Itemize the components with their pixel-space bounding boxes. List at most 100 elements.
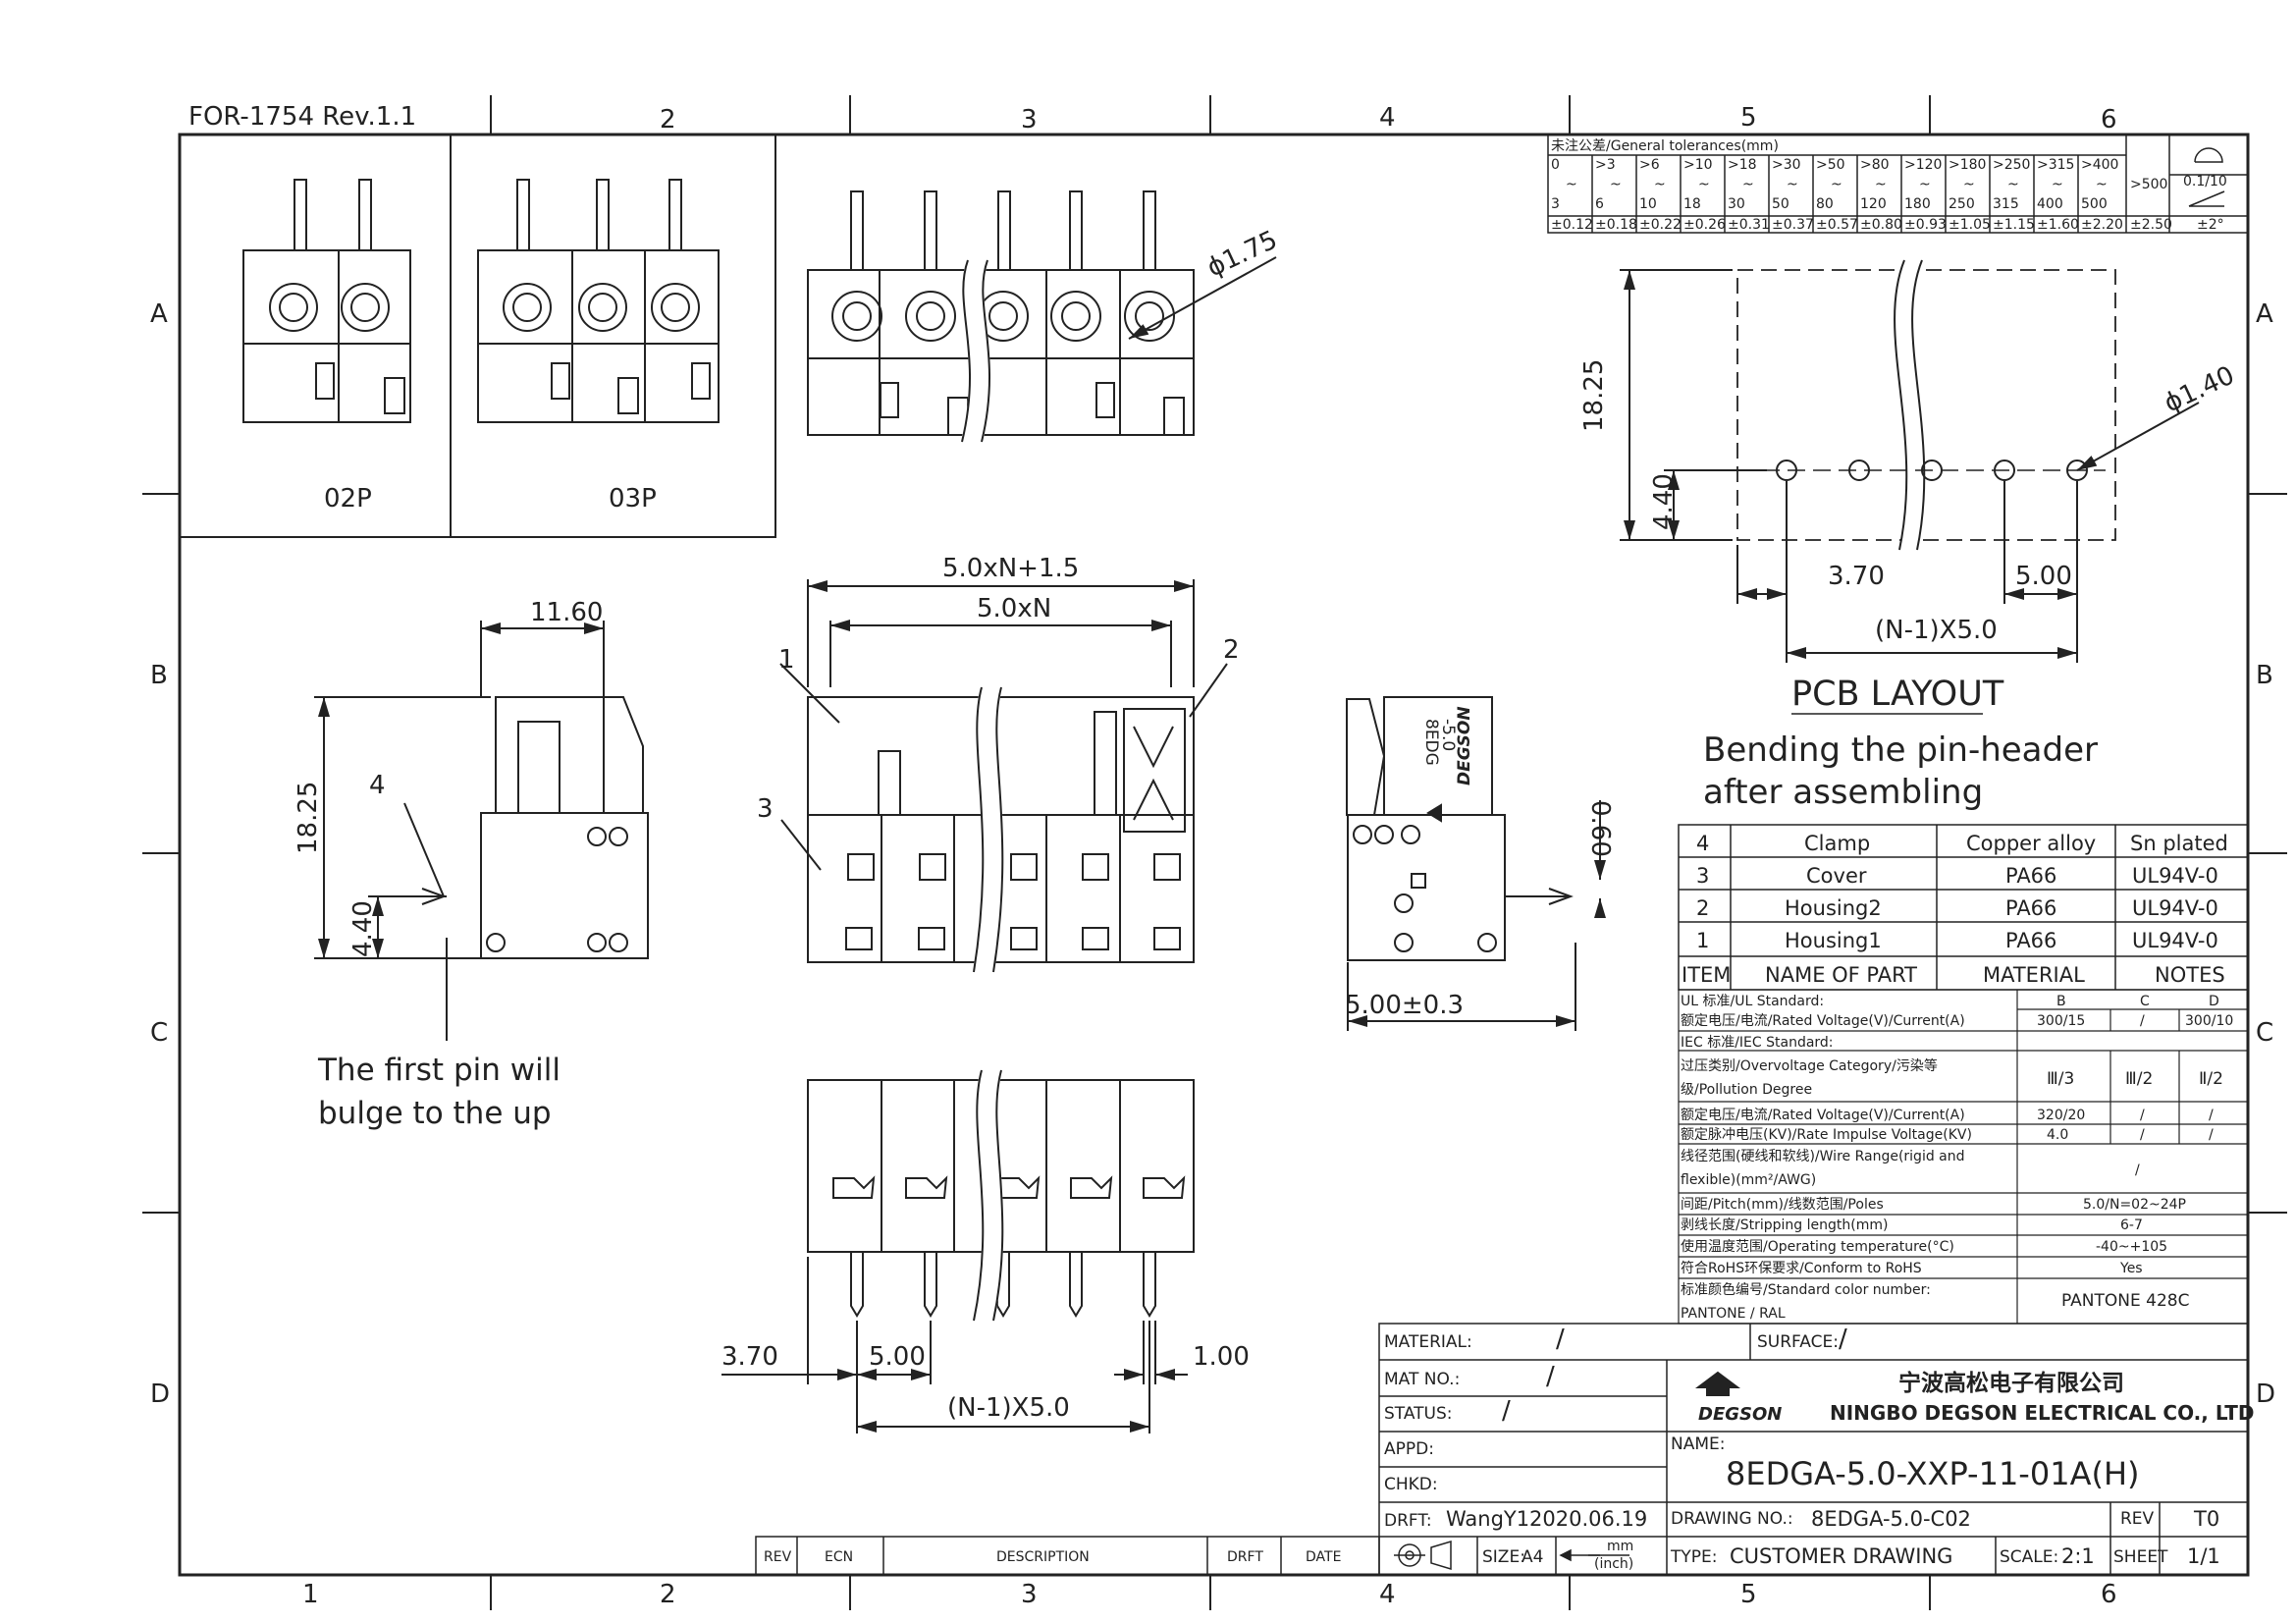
tolerance-tol-cell: ±0.12 xyxy=(1551,217,1593,233)
zone-row-b: B xyxy=(150,661,168,690)
bom-name-2: Housing2 xyxy=(1785,896,1882,920)
zone-col-3: 3 xyxy=(1021,1580,1038,1609)
tolerance-to-cell: 180 xyxy=(1904,196,1931,212)
form-id: FOR-1754 Rev.1.1 xyxy=(188,102,416,132)
dim-1-00: 1.00 xyxy=(1193,1342,1250,1372)
degson-small-logo-icon xyxy=(1426,803,1442,823)
zone-col-5: 5 xyxy=(1740,1580,1757,1609)
tolerance-tol-cell: ±0.93 xyxy=(1904,217,1947,233)
callout-3: 3 xyxy=(757,794,774,824)
tolerance-range-sep: ~ xyxy=(1963,177,1975,192)
bom-notes-3: UL94V-0 xyxy=(2132,864,2218,888)
tb-type: CUSTOMER DRAWING xyxy=(1730,1544,1952,1568)
zone-row-a: A xyxy=(150,299,168,329)
tolerance-from-cell: >50 xyxy=(1816,157,1845,173)
dim-n-1-pitch: (N-1)X5.0 xyxy=(947,1393,1070,1423)
tb-material-value: / xyxy=(1556,1325,1565,1354)
tb-logo-text: DEGSON xyxy=(1698,1404,1782,1425)
spec-ul-d: 300/10 xyxy=(2185,1013,2233,1029)
tolerance-from-cell: >6 xyxy=(1639,157,1660,173)
tolerance-to-cell: 50 xyxy=(1772,196,1789,212)
tolerance-title: 未注公差/General tolerances(mm) xyxy=(1551,138,1779,154)
bom-material-3: PA66 xyxy=(2005,864,2056,888)
note-first-pin-line2: bulge to the up xyxy=(318,1096,552,1131)
tolerance-from-cell: >30 xyxy=(1772,157,1801,173)
tolerance-to-cell: 250 xyxy=(1949,196,1975,212)
tb-unit-mm: mm xyxy=(1607,1539,1633,1554)
zone-col-2-top: 2 xyxy=(660,105,676,135)
spec-temp: 使用温度范围/Operating temperature(°C) xyxy=(1681,1238,1954,1255)
spec-imp-b: 4.0 xyxy=(2047,1127,2068,1143)
tb-company-cn: 宁波高松电子有限公司 xyxy=(1898,1370,2124,1396)
spec-wire-2: flexible)(mm²/AWG) xyxy=(1681,1172,1816,1188)
zone-col-1: 1 xyxy=(302,1580,319,1609)
tolerance-range-sep: ~ xyxy=(1787,177,1798,192)
spec-iec-d: / xyxy=(2209,1108,2214,1123)
spec-ov-1: 过压类别/Overvoltage Category/污染等 xyxy=(1681,1057,1938,1074)
bom-material-2: PA66 xyxy=(2005,896,2056,920)
pcb-dim-18-25: 18.25 xyxy=(1579,359,1609,432)
zone-ticks xyxy=(142,95,2287,1610)
tolerance-range-sep: ~ xyxy=(1610,177,1622,192)
tb-drawing-no-label: DRAWING NO.: xyxy=(1671,1509,1793,1529)
tolerance-to-cell: 10 xyxy=(1639,196,1657,212)
spec-color-1: 标准颜色编号/Standard color number: xyxy=(1681,1281,1931,1298)
spec-col-b: B xyxy=(2056,994,2066,1009)
dim-phi-1-75: ϕ1.75 xyxy=(1202,225,1282,283)
bom-notes-4: Sn plated xyxy=(2130,832,2228,855)
tolerance-from-cell: >10 xyxy=(1683,157,1713,173)
left-side-view xyxy=(314,621,649,1041)
rev-col-description: DESCRIPTION xyxy=(996,1549,1090,1565)
tolerance-to-cell: 500 xyxy=(2081,196,2108,212)
bom-item-2: 2 xyxy=(1696,896,1709,920)
callout-4: 4 xyxy=(369,771,386,800)
dim-0-60: 0.60 xyxy=(1585,800,1615,857)
tb-rev-label: REV xyxy=(2120,1509,2155,1529)
label-02p: 02P xyxy=(324,484,372,514)
tolerance-from-cell: >180 xyxy=(1949,157,1986,173)
tolerance-to-cell: 3 xyxy=(1551,196,1560,212)
tb-scale-label: SCALE: xyxy=(2000,1547,2058,1567)
bom-name-3: Cover xyxy=(1806,864,1867,888)
rev-col-rev: REV xyxy=(764,1549,792,1565)
pcb-phi-1-40: ϕ1.40 xyxy=(2160,360,2239,418)
spec-ul-std: UL 标准/UL Standard: xyxy=(1681,994,1824,1009)
tb-size-label: SIZE: xyxy=(1482,1547,1525,1567)
bom-material-1: PA66 xyxy=(2005,929,2056,952)
dim-width-n: 5.0xN xyxy=(977,594,1051,623)
rev-col-date: DATE xyxy=(1306,1549,1341,1565)
tb-surface-label: SURFACE: xyxy=(1757,1332,1839,1352)
tb-rev: T0 xyxy=(2193,1507,2219,1531)
zone-row-b-right: B xyxy=(2256,661,2273,690)
zone-col-6-top: 6 xyxy=(2101,105,2117,135)
tolerance-range-sep: ~ xyxy=(2096,177,2108,192)
note-bending-line1: Bending the pin-header xyxy=(1703,730,2098,770)
dim-4-40: 4.40 xyxy=(348,900,378,957)
note-bending-line2: after assembling xyxy=(1703,773,1983,812)
tolerance-tol-cell: ±1.60 xyxy=(2037,217,2079,233)
side-marking-line2: -5.0 xyxy=(1438,719,1458,751)
tolerance-to-cell: 315 xyxy=(1993,196,2019,212)
spec-imp-d: / xyxy=(2209,1127,2214,1143)
tolerance-tol-cell: ±0.31 xyxy=(1728,217,1770,233)
tolerance-to-cell: 30 xyxy=(1728,196,1745,212)
tolerance-to-cell: 6 xyxy=(1595,196,1604,212)
tb-mat-no-value: / xyxy=(1546,1362,1555,1391)
zone-row-d-right: D xyxy=(2256,1380,2275,1409)
tb-name-label: NAME: xyxy=(1671,1434,1725,1454)
tb-drawing-no: 8EDGA-5.0-C02 xyxy=(1811,1507,1971,1531)
bom-item-3: 3 xyxy=(1696,864,1709,888)
top-front-view xyxy=(807,190,1277,445)
tb-size: A4 xyxy=(1522,1547,1543,1567)
pcb-dim-n-1-pitch: (N-1)X5.0 xyxy=(1875,616,1998,645)
label-03p: 03P xyxy=(609,484,657,514)
tolerance-from-cell: >315 xyxy=(2037,157,2074,173)
spec-strip-value: 6-7 xyxy=(2120,1217,2143,1233)
tb-sheet: 1/1 xyxy=(2187,1544,2220,1568)
title-block-grid xyxy=(1378,1323,2249,1576)
tb-appd-label: APPD: xyxy=(1384,1439,1434,1459)
revision-block-grid xyxy=(755,1536,1380,1576)
spec-pitch: 间距/Pitch(mm)/线数范围/Poles xyxy=(1681,1196,1884,1213)
tb-material-label: MATERIAL: xyxy=(1384,1332,1472,1352)
zone-row-a-right: A xyxy=(2256,299,2273,329)
